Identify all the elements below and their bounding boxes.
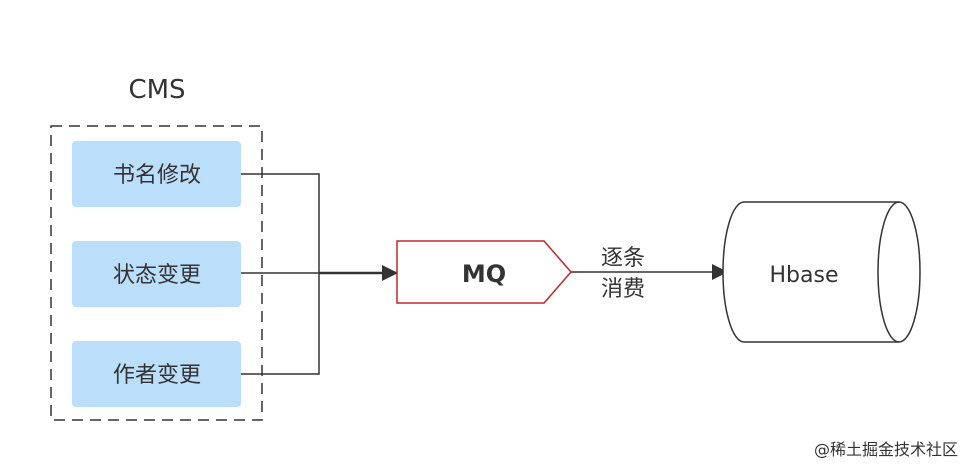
hbase-node[interactable]: Hbase [722, 201, 921, 343]
hbase-label: Hbase [770, 263, 839, 288]
consume-label-line2: 消费 [601, 277, 645, 302]
mq-node[interactable]: MQ [396, 240, 572, 304]
connector-bottom [241, 273, 320, 375]
event-label: 状态变更 [113, 263, 201, 288]
mq-label: MQ [462, 260, 506, 288]
event-book-title-change[interactable]: 书名修改 [72, 141, 241, 207]
event-status-change[interactable]: 状态变更 [72, 241, 241, 307]
consume-label-line1: 逐条 [601, 246, 645, 271]
event-author-change[interactable]: 作者变更 [72, 341, 241, 407]
hbase-cylinder-rim [877, 201, 900, 343]
watermark: @稀土掘金技术社区 [814, 440, 958, 459]
event-box [72, 341, 241, 407]
event-box [72, 241, 241, 307]
event-box [72, 141, 241, 207]
event-label: 作者变更 [113, 363, 201, 388]
cms-title: CMS [128, 75, 185, 105]
connector-top [241, 173, 320, 273]
mq-shape [396, 240, 572, 304]
event-label: 书名修改 [113, 163, 201, 188]
